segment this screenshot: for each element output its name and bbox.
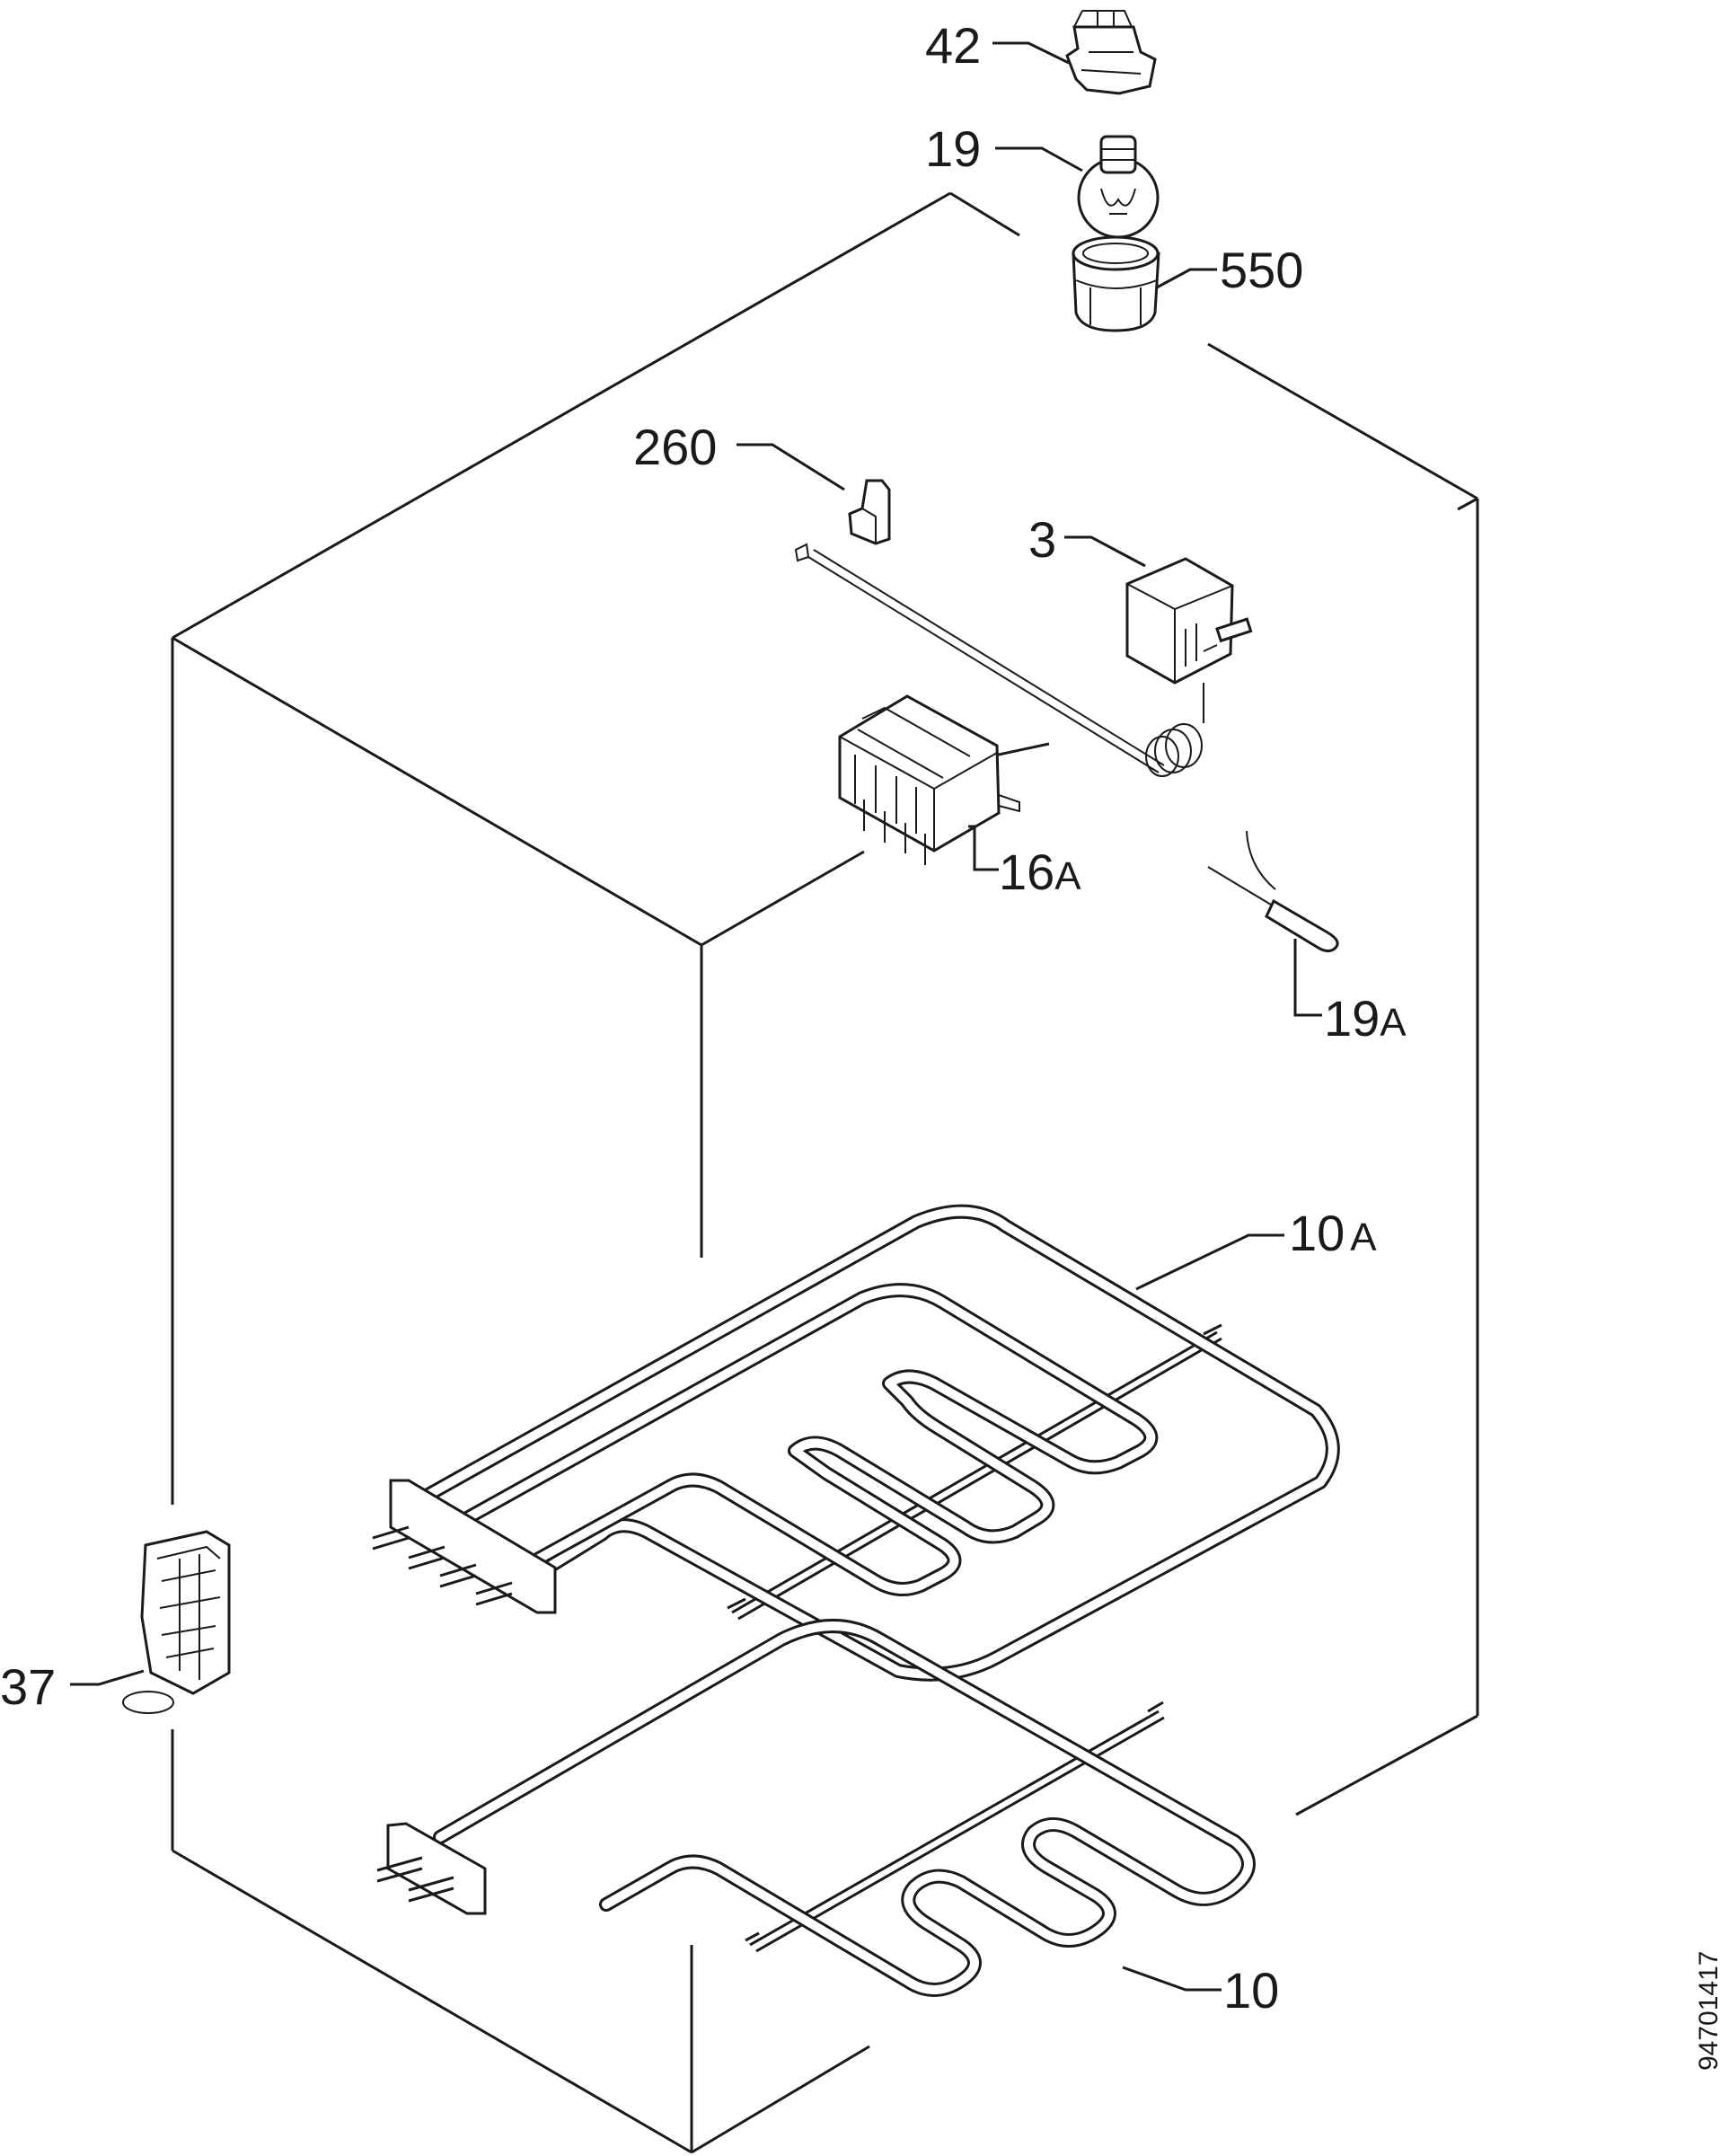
part-label-19A: 19A [1324,990,1407,1047]
part-label-42: 42 [925,17,981,74]
part-label-19: 19 [925,120,981,177]
terminal-block-icon [122,1530,231,1714]
lead-line-3 [1064,535,1146,568]
part-label-10: 10 [1223,1962,1279,2019]
lead-line-550 [1156,268,1217,289]
lead-line-37 [70,1669,145,1686]
part-label-37: 37 [0,1658,56,1715]
part-label-550: 550 [1220,242,1303,298]
part-label-16A: 16A [999,844,1081,900]
lead-line-42 [992,41,1070,65]
lamp-bulb-icon [1077,135,1160,239]
thermostat-icon [794,543,1253,777]
lead-line-19 [995,146,1083,172]
lead-line-260 [737,443,845,491]
document-id: 94701417 [1694,1951,1720,2071]
lead-line-16A [968,825,999,871]
oven-cavity-outline [171,191,1479,2154]
lamp-cover-icon [1065,10,1157,95]
part-label-260: 260 [633,419,717,475]
lead-line-10 [1122,1966,1222,1992]
lead-line-19A [1293,939,1322,1017]
selector-switch-icon [838,694,1020,865]
bottom-element-icon [376,1619,1256,1997]
sensor-probe-icon [1207,830,1339,953]
lamp-holder-icon [1072,235,1160,332]
lead-line-10A [1135,1233,1284,1291]
grill-element-icon [372,1204,1340,1682]
clip-icon [848,479,891,545]
part-label-3: 3 [1028,511,1056,568]
